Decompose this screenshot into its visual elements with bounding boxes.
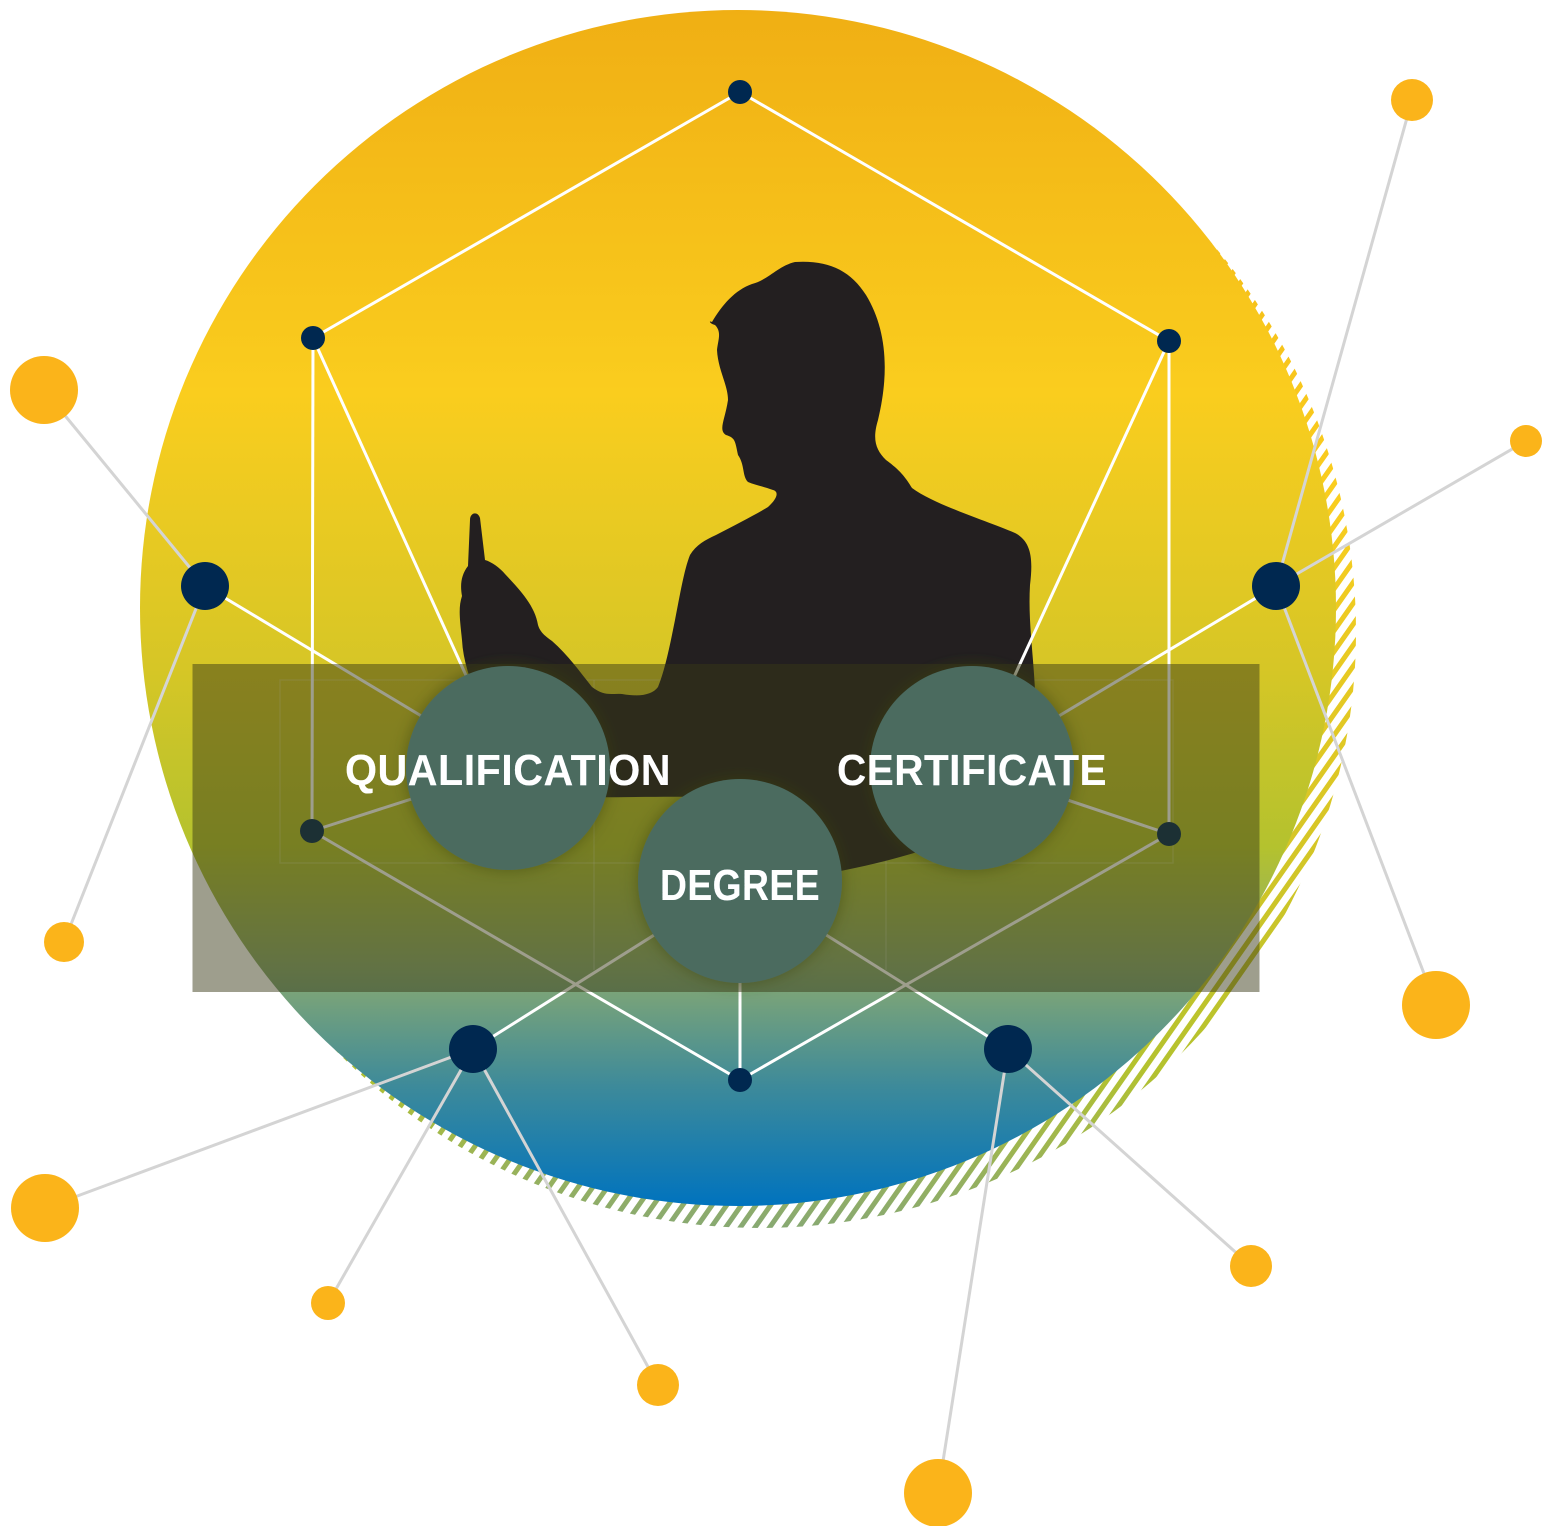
navy-dot-large (449, 1025, 497, 1073)
orange-dot (1510, 425, 1542, 457)
navy-dot (728, 1068, 752, 1092)
outer-connector-lines (42, 99, 1527, 1494)
navy-dot (300, 819, 324, 843)
navy-dot-large (984, 1025, 1032, 1073)
orange-dot (1391, 79, 1433, 121)
orange-dot (10, 356, 78, 424)
navy-dot (728, 80, 752, 104)
navy-dot (301, 326, 325, 350)
orange-dot (904, 1459, 972, 1526)
orange-dot (11, 1174, 79, 1242)
navy-dot (1157, 329, 1181, 353)
orange-dot (44, 922, 84, 962)
qualification-node (406, 666, 610, 870)
degree-node (638, 779, 842, 983)
orange-dot (1230, 1245, 1272, 1287)
orange-dot (1402, 971, 1470, 1039)
orange-dot (637, 1364, 679, 1406)
degree-label: DEGREE (660, 861, 820, 910)
navy-dot (1157, 822, 1181, 846)
qualification-label: QUALIFICATION (345, 746, 671, 795)
certificate-node (870, 666, 1074, 870)
navy-dot-large (181, 562, 229, 610)
certificate-label: CERTIFICATE (837, 746, 1107, 795)
node-labels: QUALIFICATION CERTIFICATE DEGREE (345, 746, 1107, 910)
orange-dots (10, 79, 1542, 1526)
navy-dot-large (1252, 562, 1300, 610)
hub-nodes (406, 666, 1074, 983)
navy-dots (181, 80, 1300, 1092)
orange-dot (311, 1286, 345, 1320)
